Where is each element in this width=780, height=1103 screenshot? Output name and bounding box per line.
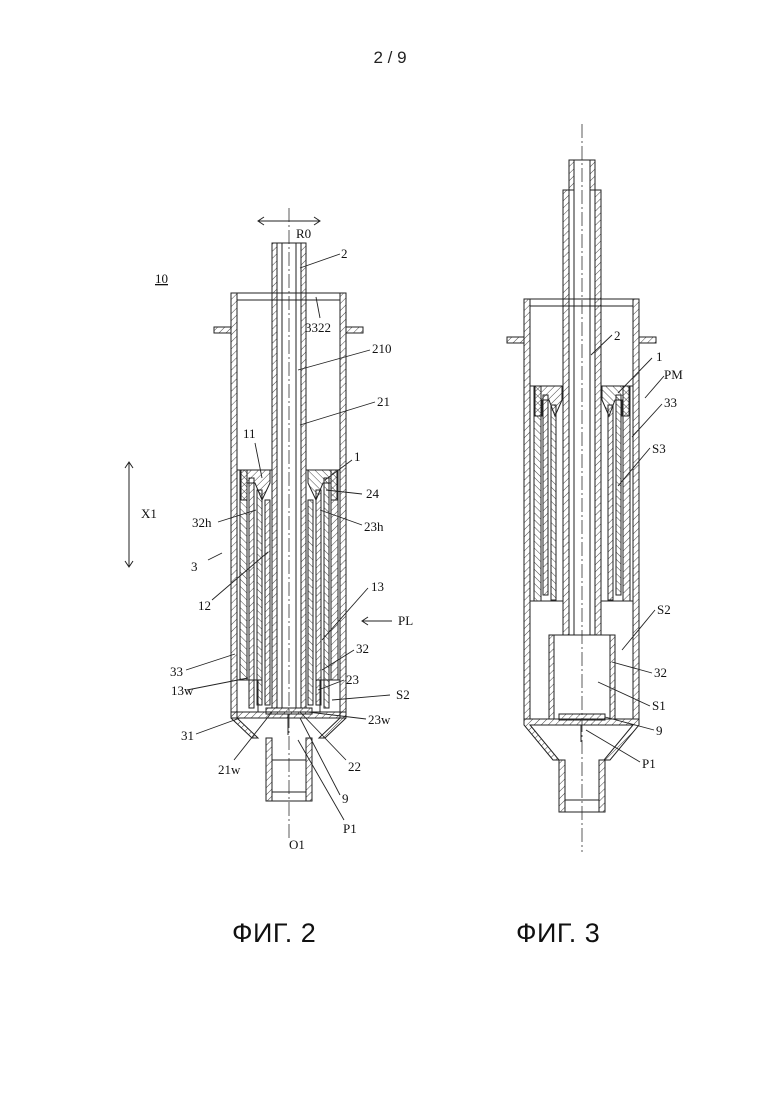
fig2-label-23w: 23w	[368, 712, 391, 727]
fig3-label-s1: S1	[652, 698, 666, 713]
fig2-label-210: 210	[372, 341, 392, 356]
fig2-left-seal-assembly	[237, 470, 272, 712]
figure-3-caption: ФИГ. 3	[516, 918, 600, 949]
fig2-label-32h: 32h	[192, 515, 212, 530]
fig3-left-seal-assembly	[530, 386, 563, 601]
fig2-label-r0: R0	[296, 226, 311, 241]
fig2-label-3322: 3322	[305, 320, 331, 335]
fig2-label-13: 13	[371, 579, 384, 594]
fig3-label-p1: P1	[642, 756, 656, 771]
fig3-label-9: 9	[656, 723, 663, 738]
fig2-label-31: 31	[181, 728, 194, 743]
fig2-label-32: 32	[356, 641, 369, 656]
fig2-leader-lines	[186, 254, 390, 820]
fig3-outer-cylinder	[507, 299, 656, 760]
fig2-label-21: 21	[377, 394, 390, 409]
fig3-label-32: 32	[654, 665, 667, 680]
fig2-label-9: 9	[342, 791, 349, 806]
fig2-label-22: 22	[348, 759, 361, 774]
figure-3: 2 1 PM 33 S3 S2 32 S1 9 P1	[507, 124, 683, 852]
fig2-label-13w: 13w	[171, 683, 194, 698]
fig2-pl-arrow	[362, 617, 392, 625]
fig2-label-2: 2	[341, 246, 348, 261]
fig2-label-24: 24	[366, 486, 380, 501]
fig3-label-1: 1	[656, 349, 663, 364]
fig2-label-o1: O1	[289, 837, 305, 852]
fig3-label-2: 2	[614, 328, 621, 343]
figure-2: 10 R0 2 3322 210 21 11 1 24 X1 32h 23h 3…	[125, 208, 413, 852]
fig2-outer-cylinder	[214, 293, 363, 738]
fig2-label-3: 3	[191, 559, 198, 574]
fig2-label-23h: 23h	[364, 519, 384, 534]
fig2-label-23: 23	[346, 672, 359, 687]
fig2-x1-arrow	[125, 462, 133, 567]
fig3-label-s2: S2	[657, 602, 671, 617]
fig2-label-33: 33	[170, 664, 183, 679]
fig3-label-pm: PM	[664, 367, 683, 382]
fig2-label-x1: X1	[141, 506, 157, 521]
fig2-label-assembly-10: 10	[155, 271, 168, 286]
fig2-label-11: 11	[243, 426, 256, 441]
fig2-label-pl: PL	[398, 613, 413, 628]
fig2-label-p1: P1	[343, 821, 357, 836]
fig3-right-seal-assembly	[601, 386, 633, 601]
fig3-label-33: 33	[664, 395, 677, 410]
fig3-label-s3: S3	[652, 441, 666, 456]
fig2-right-seal-assembly	[306, 470, 340, 712]
fig2-label-1: 1	[354, 449, 361, 464]
fig2-label-s2: S2	[396, 687, 410, 702]
fig2-label-21w: 21w	[218, 762, 241, 777]
figure-2-caption: ФИГ. 2	[232, 918, 316, 949]
fig2-label-12: 12	[198, 598, 211, 613]
